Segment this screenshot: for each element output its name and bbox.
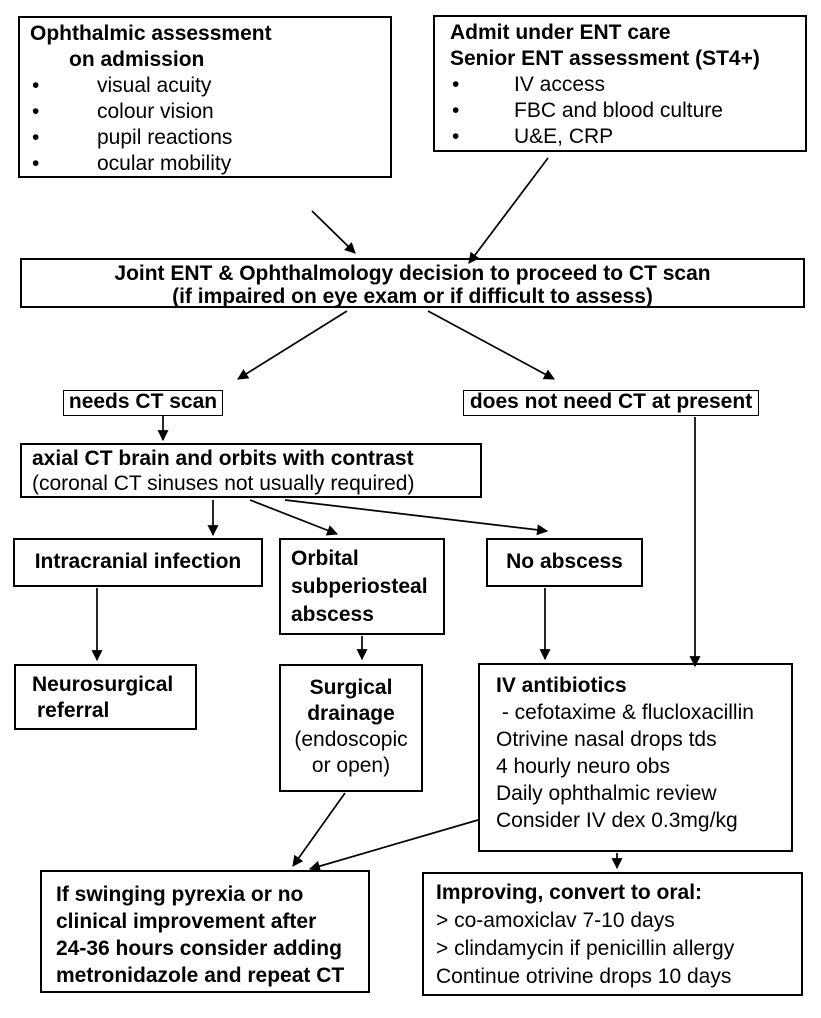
arrow-iv-to-pyrexia	[308, 819, 479, 872]
bullet-text: pupil reactions	[97, 126, 233, 149]
box-no-ct-needed: does not need CT at present	[463, 390, 759, 416]
iv-line3: 4 hourly neuro obs	[496, 755, 670, 778]
box-ophthalmic-assessment: Ophthalmic assessment on admission • visu…	[18, 16, 392, 178]
box-no-abscess: No abscess	[486, 538, 643, 587]
box-needs-ct-scan: needs CT scan	[63, 390, 223, 416]
admit-title-line2: Senior ENT assessment (ST4+)	[450, 47, 760, 70]
arrow-decision-to-needs-ct	[237, 310, 348, 380]
list-item: • pupil reactions	[30, 125, 390, 151]
improving-title: Improving, convert to oral:	[436, 881, 703, 904]
box-admit-ent: Admit under ENT care Senior ENT assessme…	[433, 15, 807, 152]
pyrexia-line2: clinical improvement after	[56, 910, 317, 933]
iv-line1: - cefotaxime & flucloxacillin	[496, 701, 754, 724]
arrow-surgical-to-pyrexia	[292, 792, 346, 867]
bullet-text: IV access	[514, 73, 606, 96]
bullet-text: FBC and blood culture	[514, 99, 723, 122]
iv-line2: Otrivine nasal drops tds	[496, 728, 717, 751]
bullet-text: visual acuity	[97, 74, 212, 97]
orbital-line1: Orbital	[291, 547, 359, 570]
decision-line2: (if impaired on eye exam or if difficult…	[172, 285, 653, 308]
box-improving-oral: Improving, convert to oral: > co-amoxicl…	[422, 872, 803, 996]
box-joint-decision: Joint ENT & Ophthalmology decision to pr…	[20, 258, 805, 308]
bullet-marker: •	[32, 100, 40, 123]
iv-title: IV antibiotics	[496, 674, 627, 697]
arrow-decision-to-no-ct	[427, 310, 555, 380]
list-item: • U&E, CRP	[450, 124, 805, 150]
iv-line4: Daily ophthalmic review	[496, 782, 717, 805]
bullet-marker: •	[32, 126, 40, 149]
box-neurosurgical-referral: Neurosurgical referral	[14, 664, 197, 730]
bullet-text: U&E, CRP	[514, 125, 614, 148]
arrow-axial-to-orbital	[249, 499, 339, 536]
admit-title-line1: Admit under ENT care	[450, 21, 671, 44]
arrow-axial-to-no-abscess	[284, 499, 549, 536]
decision-line1: Joint ENT & Ophthalmology decision to pr…	[114, 262, 711, 285]
bullet-marker: •	[452, 99, 460, 122]
list-item: • FBC and blood culture	[450, 98, 805, 124]
bullet-marker: •	[32, 74, 40, 97]
surgical-line2: drainage	[307, 702, 395, 725]
ophthalmic-title-line2: on admission	[69, 48, 205, 71]
surgical-line1: Surgical	[309, 676, 393, 699]
improving-line1: > co-amoxiclav 7-10 days	[436, 909, 675, 932]
list-item: • ocular mobility	[30, 151, 390, 177]
pyrexia-line4: metronidazole and repeat CT	[56, 964, 345, 987]
bullet-marker: •	[32, 152, 40, 175]
list-item: • IV access	[450, 72, 805, 98]
box-axial-ct: axial CT brain and orbits with contrast …	[20, 443, 482, 498]
arrow-admit-to-decision	[468, 157, 549, 264]
surgical-line3: (endoscopic	[294, 728, 408, 751]
bullet-marker: •	[452, 73, 460, 96]
box-surgical-drainage: Surgical drainage (endoscopic or open)	[279, 664, 423, 792]
improving-line2: > clindamycin if penicillin allergy	[436, 937, 735, 960]
list-item: • colour vision	[30, 99, 390, 125]
neuro-line1: Neurosurgical	[32, 673, 174, 696]
orbital-line2: subperiosteal	[291, 575, 428, 598]
axial-line1: axial CT brain and orbits with contrast	[32, 447, 414, 470]
arrow-ophthalmic-to-decision	[311, 210, 356, 254]
box-intracranial-infection: Intracranial infection	[13, 538, 263, 587]
iv-line5: Consider IV dex 0.3mg/kg	[496, 809, 738, 832]
list-item: • visual acuity	[30, 73, 390, 99]
pyrexia-line1: If swinging pyrexia or no	[56, 883, 304, 906]
box-pyrexia-warning: If swinging pyrexia or no clinical impro…	[40, 870, 370, 993]
neuro-line2: referral	[37, 699, 110, 722]
ophthalmic-title-line1: Ophthalmic assessment	[30, 22, 272, 45]
surgical-line4: or open)	[311, 754, 391, 777]
improving-line3: Continue otrivine drops 10 days	[436, 965, 732, 988]
box-iv-antibiotics: IV antibiotics - cefotaxime & flucloxaci…	[478, 663, 793, 852]
pyrexia-line3: 24-36 hours consider adding	[56, 937, 342, 960]
bullet-text: ocular mobility	[97, 152, 232, 175]
bullet-text: colour vision	[97, 100, 214, 123]
bullet-marker: •	[452, 125, 460, 148]
orbital-line3: abscess	[291, 603, 374, 626]
axial-line2: (coronal CT sinuses not usually required…	[32, 472, 415, 495]
box-orbital-abscess: Orbital subperiosteal abscess	[279, 538, 445, 635]
